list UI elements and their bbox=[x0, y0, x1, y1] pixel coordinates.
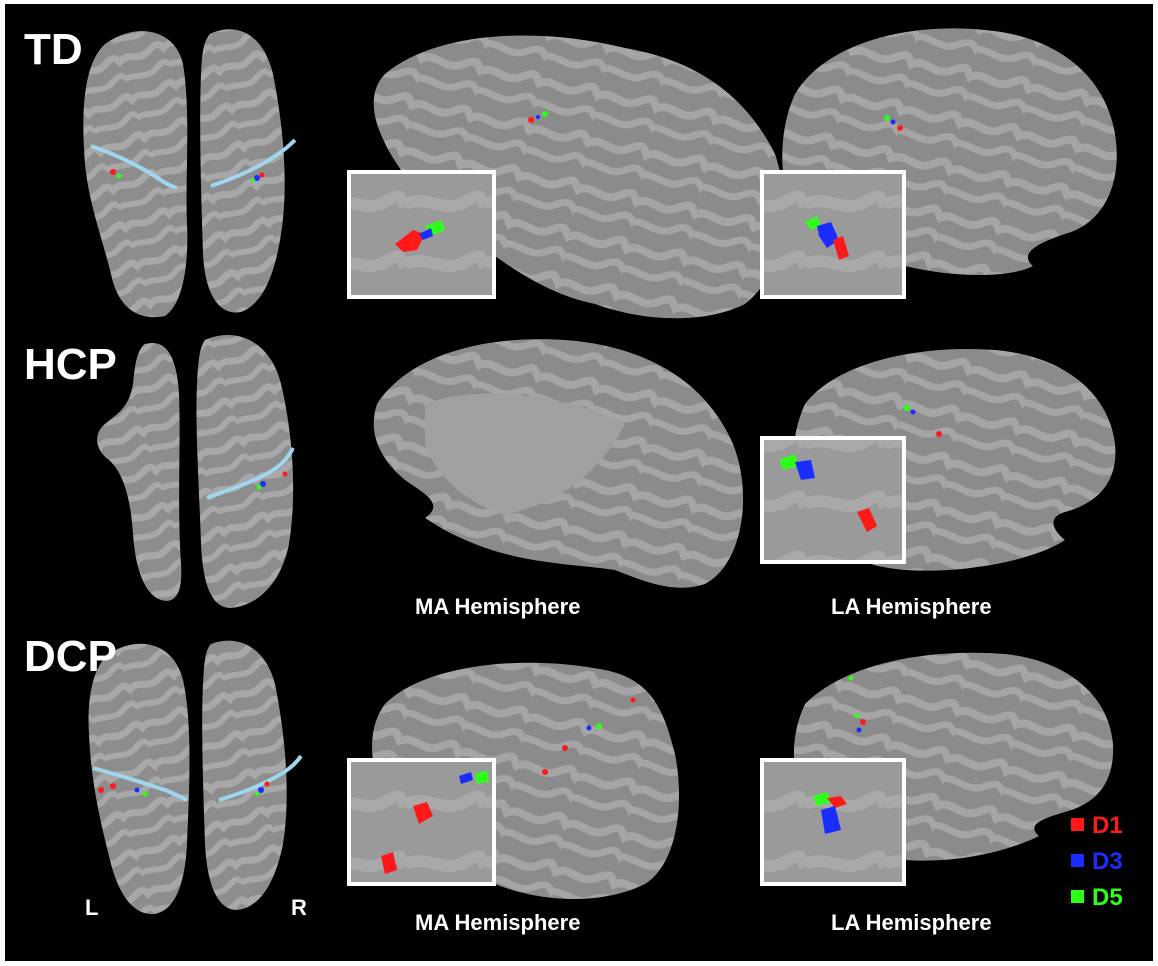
legend-label-d3: D3 bbox=[1092, 848, 1123, 875]
dcp-la-caption: LA Hemisphere bbox=[831, 910, 992, 935]
hcp-la-inset bbox=[760, 436, 906, 564]
legend-swatch-d1 bbox=[1071, 818, 1084, 831]
dcp-right-hemisphere bbox=[202, 640, 287, 910]
dcp-la-view bbox=[760, 652, 1114, 886]
dcp-central-sulcus-right bbox=[218, 754, 303, 802]
hcp-central-sulcus-right bbox=[206, 447, 295, 500]
legend-swatch-d3 bbox=[1071, 854, 1084, 867]
row-label-td: TD bbox=[24, 25, 83, 74]
td-central-sulcus-right bbox=[210, 138, 297, 188]
figure-frame: TD HCP DCP MA Hemisphere LA Hemisphere M… bbox=[5, 4, 1153, 961]
hcp-dorsal-view bbox=[97, 335, 295, 608]
td-left-hemisphere bbox=[83, 31, 188, 318]
legend-swatch-d5 bbox=[1071, 890, 1084, 903]
orientation-right-label: R bbox=[291, 895, 307, 920]
legend-item-d1: D1 bbox=[1071, 814, 1123, 838]
row-label-dcp: DCP bbox=[24, 632, 117, 681]
td-lateral-view bbox=[760, 28, 1117, 299]
hcp-medial-view bbox=[373, 339, 744, 588]
dcp-dorsal-view bbox=[88, 640, 303, 915]
td-medial-view bbox=[347, 35, 785, 319]
dcp-central-sulcus-left bbox=[92, 766, 188, 802]
hcp-ma-caption: MA Hemisphere bbox=[415, 594, 581, 619]
hcp-la-caption: LA Hemisphere bbox=[831, 594, 992, 619]
hcp-la-view bbox=[760, 348, 1116, 571]
hcp-right-hemisphere bbox=[196, 335, 294, 608]
row-label-hcp: HCP bbox=[24, 340, 117, 389]
td-central-sulcus-left bbox=[90, 144, 178, 190]
td-right-hemisphere bbox=[200, 29, 285, 313]
td-dorsal-view bbox=[83, 29, 297, 318]
dcp-left-hemisphere bbox=[88, 643, 190, 915]
dcp-ma-caption: MA Hemisphere bbox=[415, 910, 581, 935]
legend-label-d1: D1 bbox=[1092, 812, 1123, 839]
brain-figure bbox=[83, 28, 1117, 915]
legend-item-d5: D5 bbox=[1071, 886, 1123, 910]
orientation-left-label: L bbox=[85, 895, 99, 920]
hcp-left-hemisphere bbox=[97, 342, 182, 601]
legend-item-d3: D3 bbox=[1071, 850, 1123, 874]
dcp-ma-view bbox=[347, 662, 680, 899]
legend-label-d5: D5 bbox=[1092, 884, 1123, 911]
